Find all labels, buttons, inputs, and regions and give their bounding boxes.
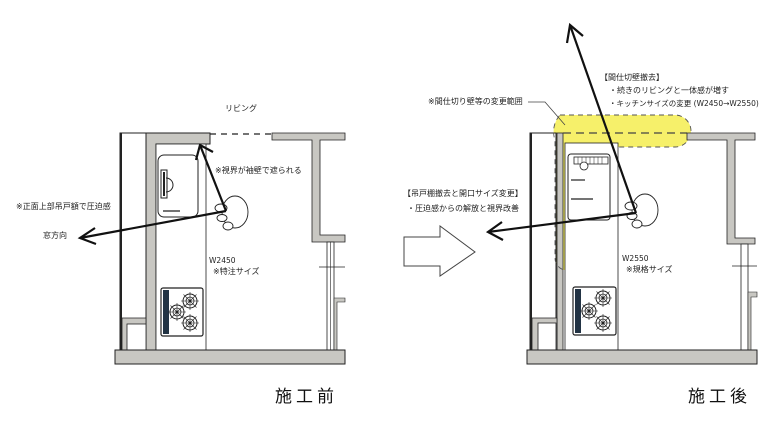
pressure-note: ※正面上部吊戸額で圧迫感 [16,202,111,211]
before-title: 施工前 [275,387,338,407]
sight-lines [77,143,228,246]
sink [157,154,199,218]
living-label: リビング [225,104,257,113]
partition-point-2: ・キッチンサイズの変更 (W2450→W2550) [609,99,759,108]
before-after-arrow-icon [403,225,476,277]
thin-wall [556,132,564,352]
floor-slab [526,349,758,365]
leader-line [528,101,566,126]
person-icon [214,195,249,231]
width-label: W2450 [209,256,236,265]
size-note: ※規格サイズ [626,265,673,274]
change-range-note: ※間仕切り壁等の変更範囲 [428,97,523,106]
person-icon [624,193,659,229]
floor-slab [114,349,346,365]
left-wall-column [119,132,147,354]
after-plan [485,22,758,365]
cabinet-heading: 【吊戸棚撤去と開口サイズ変更】 [403,189,523,198]
width-label: W2550 [622,254,649,263]
sight-lines [485,22,638,241]
partition-point-1: ・続きのリビングと一体感が増す [609,86,729,95]
view-blocked-note: ※視界が袖壁で遮られる [215,166,302,175]
cabinet-point-1: ・圧迫感からの解放と視界改善 [407,204,519,213]
partition-heading: 【間仕切壁撤去】 [600,73,664,82]
size-note: ※特注サイズ [213,267,260,276]
window-direction-label: 窓方向 [43,231,67,240]
after-title: 施工後 [688,387,751,407]
right-wall [686,132,756,245]
right-wall [271,132,346,243]
before-plan [77,132,346,365]
